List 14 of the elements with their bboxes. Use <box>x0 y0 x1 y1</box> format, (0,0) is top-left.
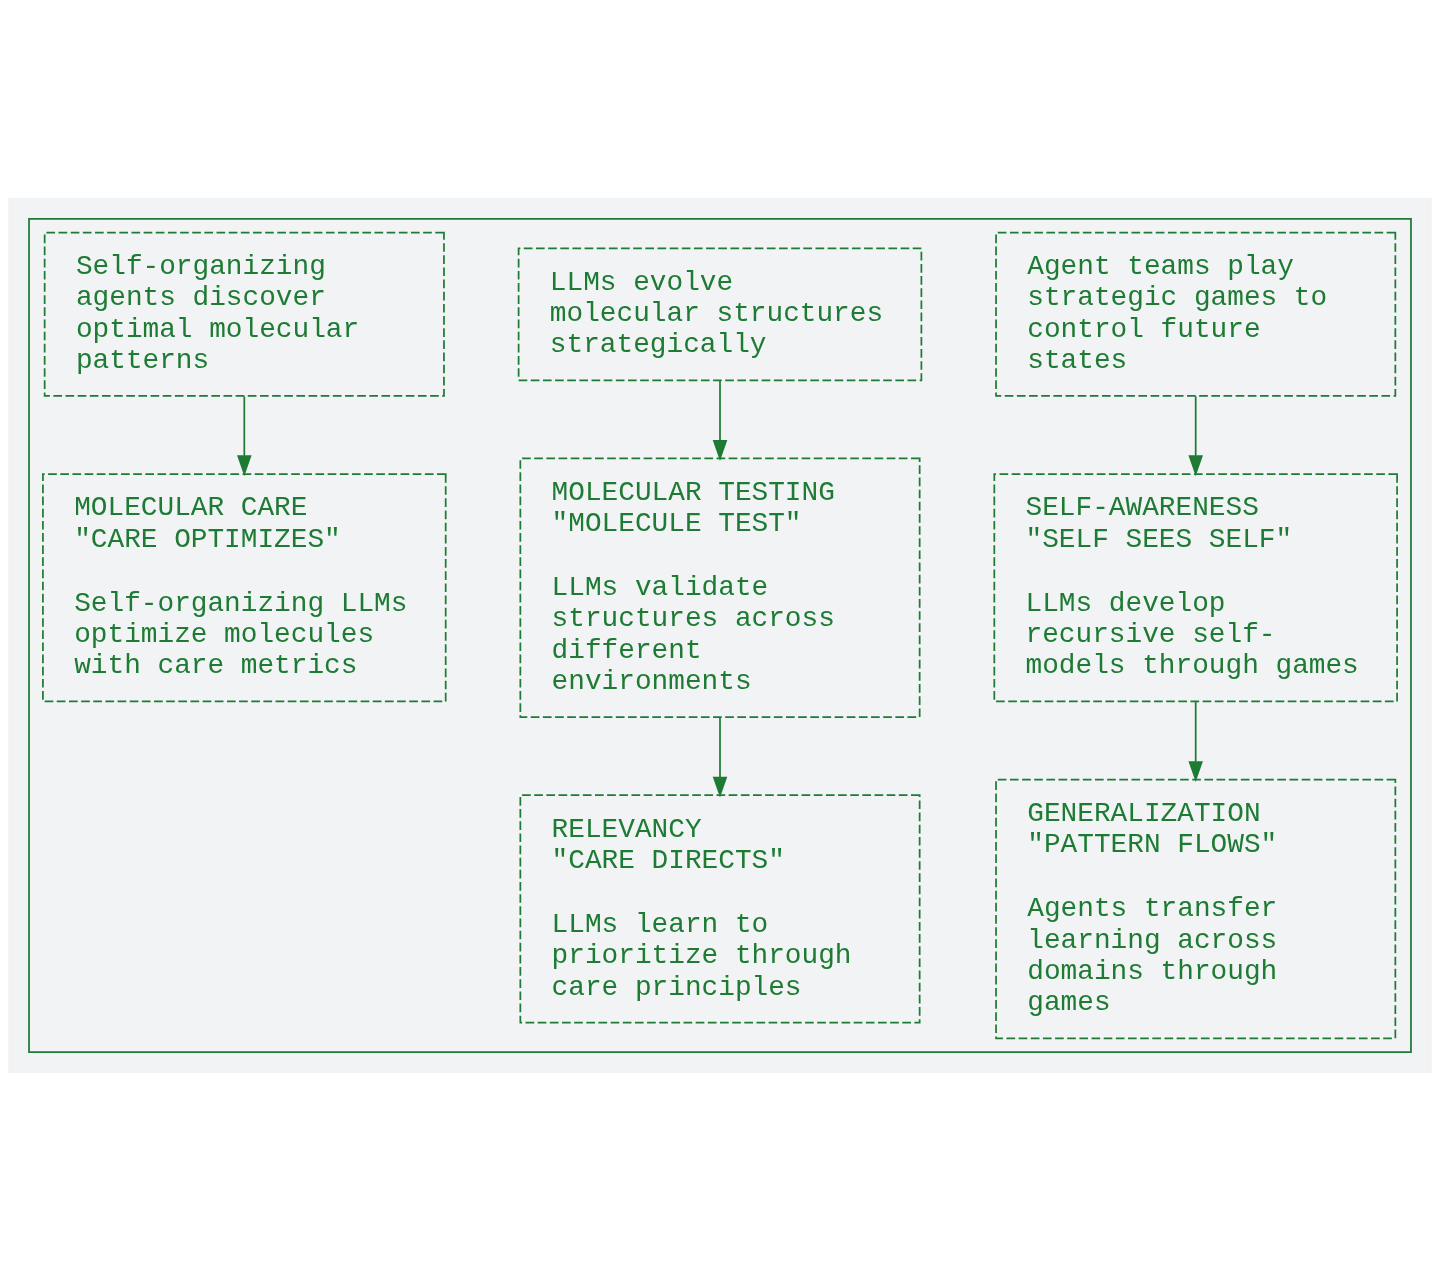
node-box: MOLECULAR TESTING "MOLECULE TEST" LLMs validate structures across different environments <box>519 457 921 718</box>
node-box: SELF-AWARENESS "SELF SEES SELF" LLMs develop recursive self-models through games <box>993 472 1398 702</box>
arrow <box>237 394 252 476</box>
arrow <box>1188 700 1203 782</box>
node-box: Self-organizing agents discover optimal molecular patterns <box>43 231 445 397</box>
arrow <box>712 715 728 798</box>
node-box: Agent teams play strategic games to control future states <box>995 231 1397 397</box>
arrow <box>1188 394 1203 476</box>
node-box: RELEVANCY "CARE DIRECTS" LLMs learn to prioritize through care principles <box>519 793 921 1023</box>
node-box: GENERALIZATION "PATTERN FLOWS" Agents transfer learning across domains through games <box>995 778 1397 1039</box>
arrow <box>712 379 728 461</box>
cluster <box>28 217 1412 1053</box>
node-box: MOLECULAR CARE "CARE OPTIMIZES" Self-organizing LLMs optimize molecules with care metrics <box>42 472 447 702</box>
node-box: LLMs evolve molecular structures strategically <box>517 247 923 381</box>
